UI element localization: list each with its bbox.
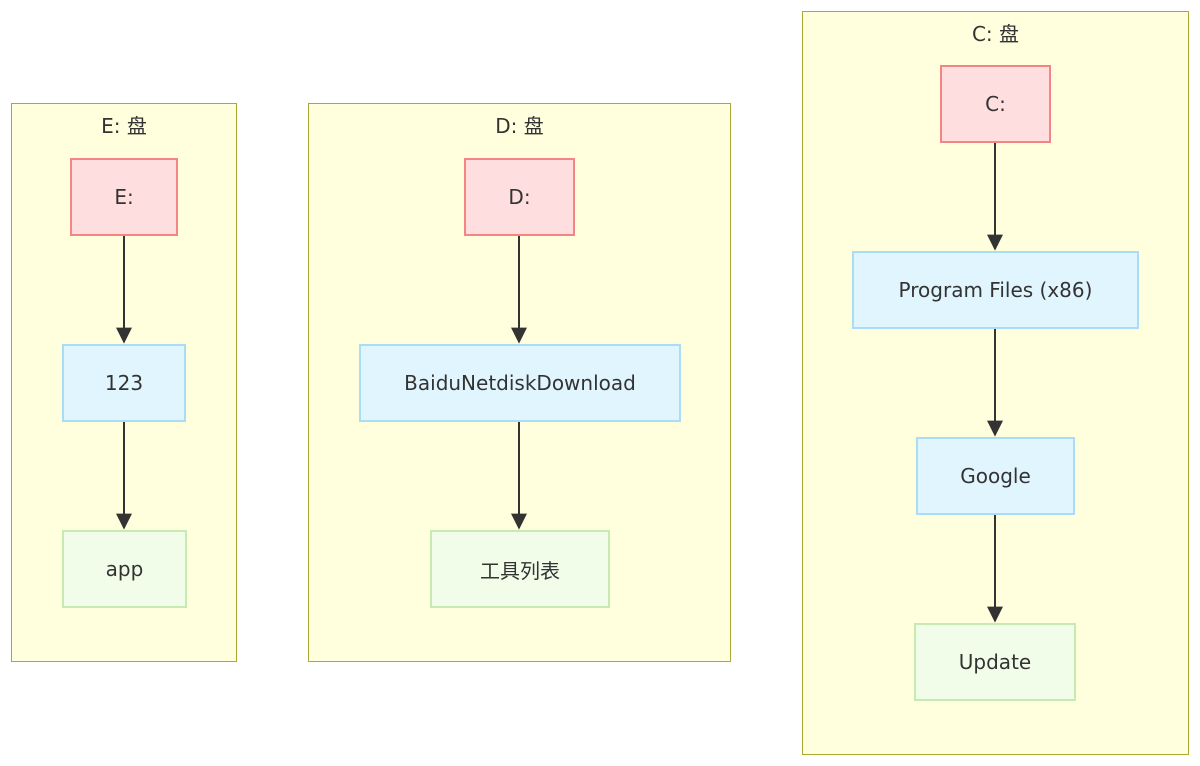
cluster-title: D: 盘: [495, 114, 544, 138]
node-folder-123[interactable]: 123: [62, 344, 186, 422]
node-folder-update[interactable]: Update: [914, 623, 1076, 701]
node-c-drive[interactable]: C:: [940, 65, 1051, 143]
node-d-drive[interactable]: D:: [464, 158, 575, 236]
node-e-drive[interactable]: E:: [70, 158, 178, 236]
cluster-title: C: 盘: [971, 22, 1020, 46]
node-folder-tool-list[interactable]: 工具列表: [430, 530, 610, 608]
node-folder-baidunetdiskdownload[interactable]: BaiduNetdiskDownload: [359, 344, 681, 422]
cluster-title: E: 盘: [101, 114, 147, 138]
node-folder-app[interactable]: app: [62, 530, 187, 608]
node-folder-program-files-x86[interactable]: Program Files (x86): [852, 251, 1139, 329]
node-folder-google[interactable]: Google: [916, 437, 1075, 515]
